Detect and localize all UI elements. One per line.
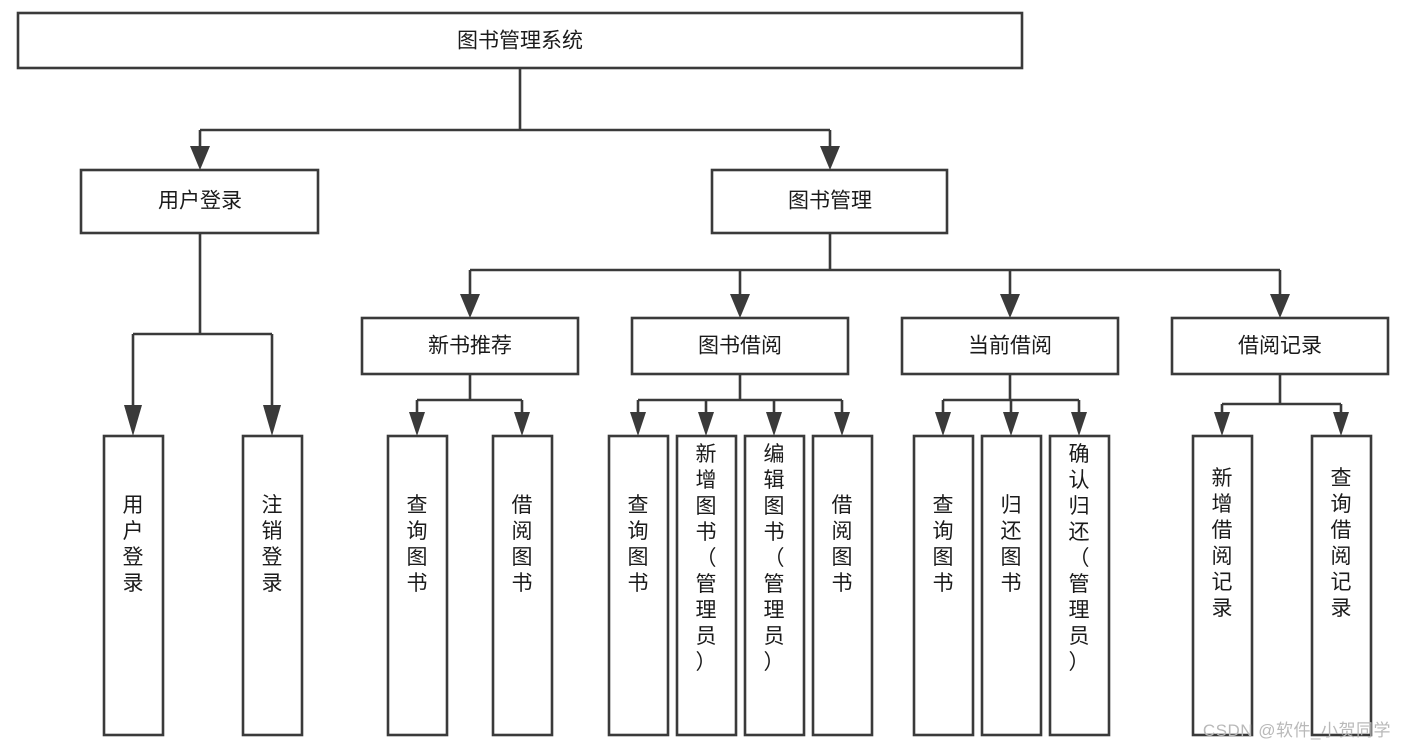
arrowhead-leaf-borrow-book-2 — [834, 412, 850, 436]
arrowhead-leaf-borrow-book-1 — [514, 412, 530, 436]
node-leaf-query-record[interactable]: 查询借阅记录 — [1310, 434, 1373, 737]
node-leaf-borrow-book-1-box[interactable] — [491, 434, 554, 737]
arrowhead-leaf-user-login — [124, 405, 142, 436]
node-book-management-box[interactable] — [710, 168, 949, 235]
arrowhead-leaf-query-book-2 — [630, 412, 646, 436]
node-leaf-return-book-box[interactable] — [980, 434, 1043, 737]
connectors-group — [131, 68, 1343, 412]
node-leaf-add-book[interactable]: 新增图书（管理员） — [675, 434, 738, 737]
node-leaf-add-record[interactable]: 新增借阅记录 — [1191, 434, 1254, 737]
node-leaf-query-book-2-box[interactable] — [607, 434, 670, 737]
node-leaf-add-record-box[interactable] — [1191, 434, 1254, 737]
node-leaf-user-login[interactable]: 用户登录 — [102, 434, 165, 737]
arrowhead-current-borrow — [1000, 294, 1020, 318]
node-leaf-borrow-book-2[interactable]: 借阅图书 — [811, 434, 874, 737]
arrowhead-book-management — [820, 146, 840, 170]
node-leaf-edit-book-label: 编辑图书（管理员） — [764, 443, 785, 674]
node-leaf-query-book-3[interactable]: 查询图书 — [912, 434, 975, 737]
node-leaf-query-book-1[interactable]: 查询图书 — [386, 434, 449, 737]
node-leaf-user-logout-label: 注销登录 — [262, 494, 283, 595]
arrowhead-leaf-edit-book — [766, 412, 782, 436]
node-leaf-return-book-label: 归还图书 — [1001, 494, 1022, 595]
node-leaf-add-record-label: 新增借阅记录 — [1212, 467, 1233, 620]
node-book-management[interactable]: 图书管理 — [710, 168, 949, 235]
node-leaf-user-logout[interactable]: 注销登录 — [241, 434, 304, 737]
node-leaf-user-login-label: 用户登录 — [123, 494, 144, 595]
node-borrow-record[interactable]: 借阅记录 — [1170, 316, 1390, 376]
node-current-borrow[interactable]: 当前借阅 — [900, 316, 1120, 376]
node-current-borrow-box[interactable] — [900, 316, 1120, 376]
node-leaf-borrow-book-1[interactable]: 借阅图书 — [491, 434, 554, 737]
node-leaf-borrow-book-1-label: 借阅图书 — [512, 494, 533, 595]
node-leaf-edit-book[interactable]: 编辑图书（管理员） — [743, 434, 806, 737]
node-new-book-recommend[interactable]: 新书推荐 — [360, 316, 580, 376]
node-user-login-box[interactable] — [79, 168, 320, 235]
node-leaf-query-book-3-label: 查询图书 — [933, 494, 954, 595]
node-user-login[interactable]: 用户登录 — [79, 168, 320, 235]
arrowhead-book-borrow — [730, 294, 750, 318]
node-leaf-query-book-1-label: 查询图书 — [407, 494, 428, 595]
node-leaf-add-book-label: 新增图书（管理员） — [696, 443, 717, 674]
node-borrow-record-box[interactable] — [1170, 316, 1390, 376]
node-leaf-query-book-2[interactable]: 查询图书 — [607, 434, 670, 737]
arrowhead-leaf-query-book-3 — [935, 412, 951, 436]
arrowheads-group — [124, 146, 1349, 436]
node-leaf-query-book-2-label: 查询图书 — [628, 494, 649, 595]
node-book-borrow-label: 图书借阅 — [698, 335, 782, 358]
node-leaf-confirm-return-label: 确认归还（管理员） — [1069, 443, 1090, 674]
node-root[interactable]: 图书管理系统 — [16, 11, 1024, 70]
node-leaf-query-book-3-box[interactable] — [912, 434, 975, 737]
node-leaf-add-book-box[interactable] — [675, 434, 738, 737]
node-leaf-user-login-box[interactable] — [102, 434, 165, 737]
node-root-box[interactable] — [16, 11, 1024, 70]
arrowhead-leaf-query-record — [1333, 412, 1349, 436]
arrowhead-new-book — [460, 294, 480, 318]
node-current-borrow-label: 当前借阅 — [968, 335, 1052, 358]
arrowhead-borrow-record — [1270, 294, 1290, 318]
node-leaf-query-record-box[interactable] — [1310, 434, 1373, 737]
node-leaf-borrow-book-2-label: 借阅图书 — [832, 494, 853, 595]
node-borrow-record-label: 借阅记录 — [1238, 335, 1322, 358]
node-book-borrow[interactable]: 图书借阅 — [630, 316, 850, 376]
arrowhead-user-login — [190, 146, 210, 170]
node-leaf-query-book-1-box[interactable] — [386, 434, 449, 737]
node-user-login-label: 用户登录 — [158, 190, 242, 213]
arrowhead-leaf-add-record — [1214, 412, 1230, 436]
node-leaf-return-book[interactable]: 归还图书 — [980, 434, 1043, 737]
node-new-book-recommend-label: 新书推荐 — [428, 335, 512, 358]
node-leaf-confirm-return[interactable]: 确认归还（管理员） — [1048, 434, 1111, 737]
node-new-book-recommend-box[interactable] — [360, 316, 580, 376]
arrowhead-leaf-confirm-return — [1071, 412, 1087, 436]
arrowhead-leaf-user-logout — [263, 405, 281, 436]
arrowhead-leaf-query-book-1 — [409, 412, 425, 436]
node-leaf-edit-book-box[interactable] — [743, 434, 806, 737]
node-leaf-borrow-book-2-box[interactable] — [811, 434, 874, 737]
node-leaf-user-logout-box[interactable] — [241, 434, 304, 737]
node-root-label: 图书管理系统 — [457, 30, 583, 53]
node-leaf-query-record-label: 查询借阅记录 — [1331, 467, 1352, 620]
arrowhead-leaf-add-book — [698, 412, 714, 436]
node-book-management-label: 图书管理 — [788, 190, 872, 213]
node-book-borrow-box[interactable] — [630, 316, 850, 376]
arrowhead-leaf-return-book — [1003, 412, 1019, 436]
node-leaf-confirm-return-box[interactable] — [1048, 434, 1111, 737]
leaf-nodes-group: 用户登录 注销登录 查询图书 借阅图书 查询图书 新增图书（管理员） — [102, 434, 1373, 737]
